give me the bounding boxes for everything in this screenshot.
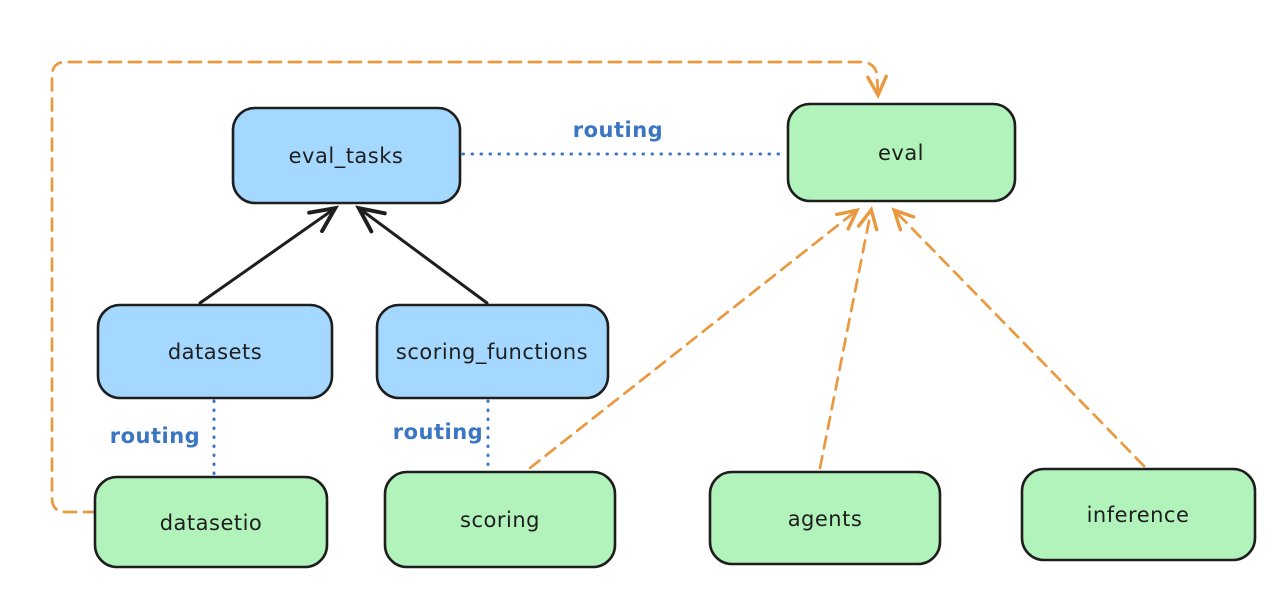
node-eval-tasks-box — [231, 106, 462, 205]
edge-scoring-to-eval-dashed — [528, 211, 856, 470]
node-agents: agents — [708, 470, 942, 566]
node-datasets: datasets — [96, 303, 334, 400]
node-eval-box — [786, 102, 1017, 203]
edge-inference-to-eval-dashed — [895, 211, 1146, 468]
node-datasetio-label: datasetio — [160, 511, 263, 535]
node-scoring: scoring — [383, 470, 617, 569]
node-datasets-label: datasets — [168, 340, 262, 364]
edge-datasets-to-eval-tasks-arrow — [198, 209, 334, 305]
node-inference: inference — [1020, 467, 1257, 562]
node-eval: eval — [786, 102, 1017, 203]
node-scoring-functions-label: scoring_functions — [396, 340, 588, 365]
node-eval-tasks-label: eval_tasks — [289, 144, 404, 169]
routing-label-top: routing — [573, 118, 663, 142]
node-eval-label: eval — [878, 141, 924, 165]
node-scoring-functions: scoring_functions — [375, 303, 610, 400]
node-scoring-box — [383, 470, 617, 569]
node-datasetio: datasetio — [93, 475, 329, 569]
routing-label-scoring: routing — [393, 420, 483, 444]
routing-label-datasets: routing — [110, 424, 200, 448]
node-datasetio-box — [93, 475, 329, 569]
node-datasets-box — [96, 303, 334, 400]
edge-scoring-functions-to-eval-tasks-arrow — [360, 209, 489, 305]
node-inference-box — [1020, 467, 1257, 562]
node-eval-tasks: eval_tasks — [231, 106, 462, 205]
node-inference-label: inference — [1087, 503, 1190, 527]
node-scoring-label: scoring — [460, 508, 540, 532]
edge-agents-to-eval-dashed — [818, 211, 871, 470]
node-agents-box — [708, 470, 942, 566]
node-agents-label: agents — [788, 507, 863, 531]
edge-datasetio-to-eval-dashed — [50, 60, 878, 514]
node-scoring-functions-box — [375, 303, 610, 400]
